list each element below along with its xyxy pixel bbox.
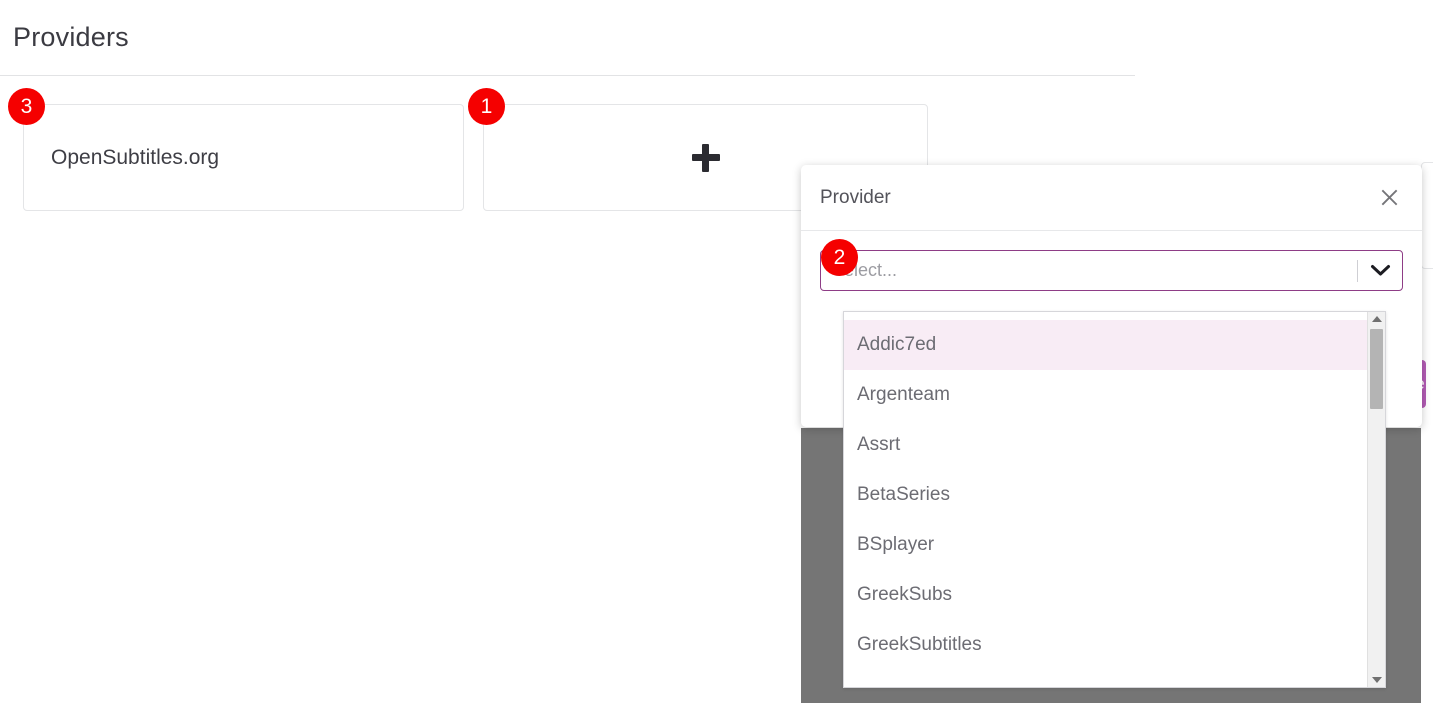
- step-badge-2: 2: [821, 239, 858, 276]
- dropdown-option[interactable]: Addic7ed: [844, 320, 1367, 370]
- dropdown-option[interactable]: BetaSeries: [857, 484, 950, 505]
- dropdown-option[interactable]: GreekSubs: [857, 584, 953, 605]
- scrollbar-thumb[interactable]: [1370, 329, 1383, 409]
- select-separator: [1357, 259, 1358, 282]
- dropdown-option[interactable]: BSplayer: [857, 534, 935, 555]
- plus-icon: [691, 143, 721, 173]
- scroll-up-arrow-icon[interactable]: [1368, 312, 1385, 326]
- select-indicators: [1357, 251, 1402, 290]
- close-icon[interactable]: [1377, 186, 1401, 210]
- modal-title: Provider: [820, 186, 891, 208]
- dropdown-option[interactable]: Argenteam: [857, 384, 950, 405]
- step-badge-3: 3: [8, 88, 45, 125]
- dropdown-option-list: Addic7ed Argenteam Assrt BetaSeries BSpl…: [844, 312, 1367, 687]
- provider-card-label: OpenSubtitles.org: [51, 145, 220, 169]
- modal-header: Provider: [801, 165, 1422, 231]
- dropdown-option[interactable]: GreekSubtitles: [857, 634, 982, 655]
- scroll-down-arrow-icon[interactable]: [1368, 673, 1385, 687]
- header-divider: [0, 75, 1135, 76]
- modal-body: Select...: [801, 231, 1422, 291]
- provider-card-partial[interactable]: [1421, 162, 1433, 269]
- chevron-down-icon[interactable]: [1358, 251, 1402, 290]
- dropdown-scrollbar[interactable]: [1367, 312, 1385, 687]
- provider-card-opensubtitles[interactable]: OpenSubtitles.org: [23, 104, 464, 211]
- dropdown-option[interactable]: Assrt: [857, 434, 901, 455]
- provider-select[interactable]: Select...: [820, 250, 1403, 291]
- page-title: Providers: [13, 22, 129, 52]
- step-badge-1: 1: [468, 88, 505, 125]
- provider-dropdown-menu[interactable]: Addic7ed Argenteam Assrt BetaSeries BSpl…: [843, 311, 1386, 688]
